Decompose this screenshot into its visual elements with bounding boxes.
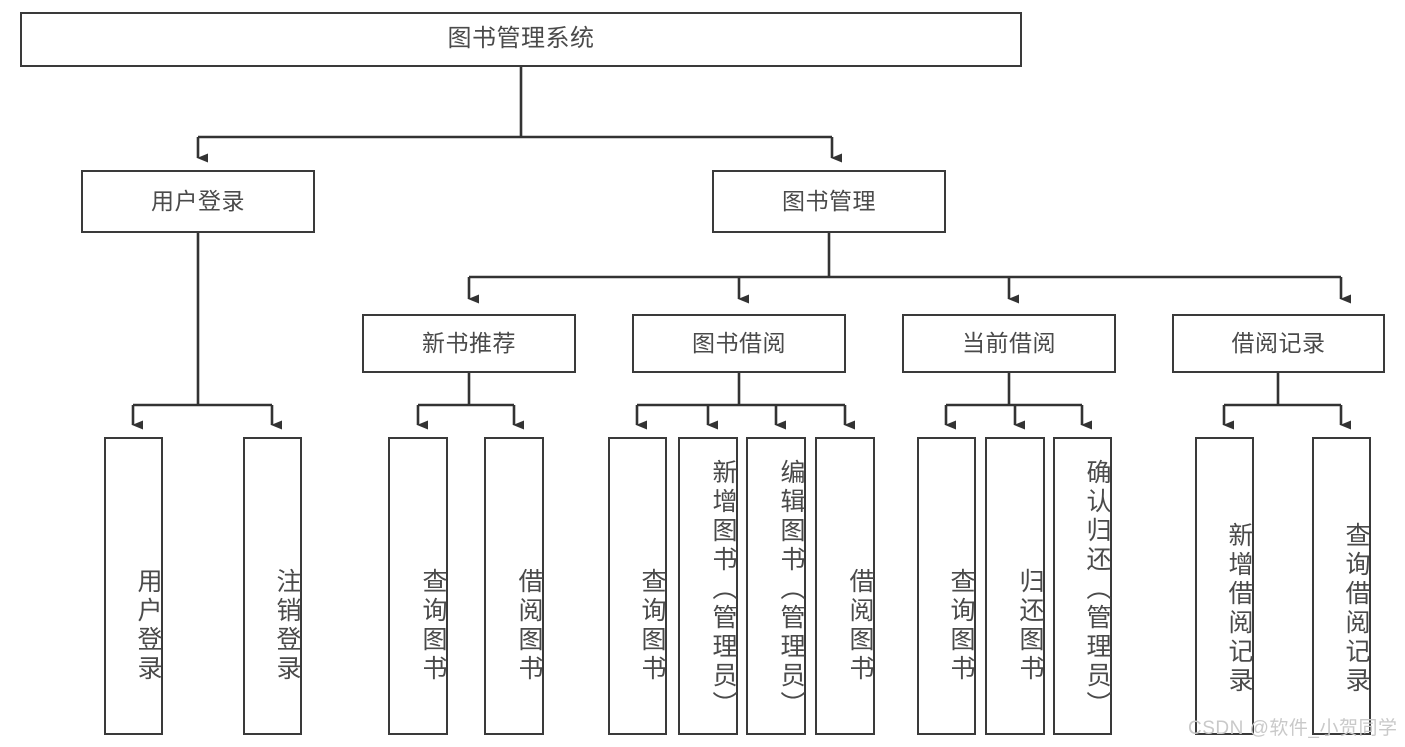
leaf-return-book[interactable]: 归还图书 <box>985 437 1045 735</box>
node-user-login[interactable]: 用户登录 <box>81 170 315 233</box>
leaf-borrow-book-recommend[interactable]: 借阅图书 <box>484 437 544 735</box>
leaf-borrow-book[interactable]: 借阅图书 <box>815 437 875 735</box>
leaf-user-login[interactable]: 用户登录 <box>104 437 163 735</box>
leaf-add-book-admin[interactable]: 新增图书（管理员） <box>678 437 738 735</box>
leaf-confirm-return-admin[interactable]: 确认归还（管理员） <box>1053 437 1112 735</box>
node-book-borrow[interactable]: 图书借阅 <box>632 314 846 373</box>
leaf-query-borrow-record[interactable]: 查询借阅记录 <box>1312 437 1371 735</box>
node-borrow-record[interactable]: 借阅记录 <box>1172 314 1385 373</box>
leaf-query-book-recommend[interactable]: 查询图书 <box>388 437 448 735</box>
csdn-watermark: CSDN @软件_小贺同学 <box>1188 718 1398 739</box>
leaf-user-logout[interactable]: 注销登录 <box>243 437 302 735</box>
node-root-book-management-system[interactable]: 图书管理系统 <box>20 12 1022 67</box>
leaf-query-book-borrow[interactable]: 查询图书 <box>608 437 667 735</box>
node-new-book-recommend[interactable]: 新书推荐 <box>362 314 576 373</box>
node-current-borrow[interactable]: 当前借阅 <box>902 314 1116 373</box>
leaf-add-borrow-record[interactable]: 新增借阅记录 <box>1195 437 1254 735</box>
leaf-edit-book-admin[interactable]: 编辑图书（管理员） <box>746 437 806 735</box>
leaf-query-book-current[interactable]: 查询图书 <box>917 437 976 735</box>
node-book-management[interactable]: 图书管理 <box>712 170 946 233</box>
